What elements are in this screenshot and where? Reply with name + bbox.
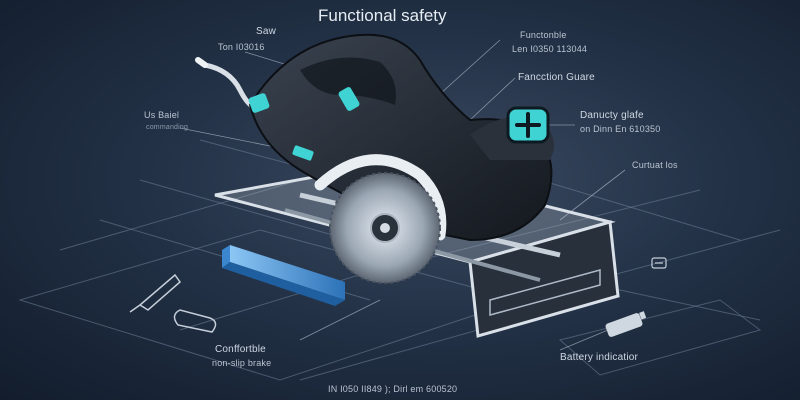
saw-code: Ton I03016 (218, 42, 265, 52)
wrench-icon (173, 309, 217, 333)
page-title: Functional safety (318, 6, 447, 25)
saw-label: Saw (256, 26, 277, 37)
dash-icon (651, 257, 667, 269)
functionable-label: Functonble (520, 30, 567, 40)
plus-icon (506, 106, 550, 144)
curtuat-label: Curtuat los (632, 160, 678, 170)
saw-blade (314, 154, 447, 284)
dancuty-label: Danucty glafe (580, 110, 644, 121)
function-guard-label: Fancction Guare (518, 72, 595, 83)
left-mid-sublabel: commanding (146, 124, 189, 131)
functionable-code: Len I0350 113044 (512, 44, 588, 54)
left-mid-label: Us Baiel (144, 110, 180, 120)
knife-icon (129, 273, 182, 313)
wood-block (222, 245, 345, 306)
dancuty-code: on Dinn En 610350 (580, 124, 661, 134)
battery-label: Battery indicatior (560, 352, 639, 363)
comfortable-label: Conffortble (215, 344, 266, 355)
non-slip-label: non-slip brake (212, 358, 272, 368)
battery-icon (605, 311, 647, 337)
standard-code: IN I050 II849 ); Dirl em 600520 (328, 384, 458, 394)
